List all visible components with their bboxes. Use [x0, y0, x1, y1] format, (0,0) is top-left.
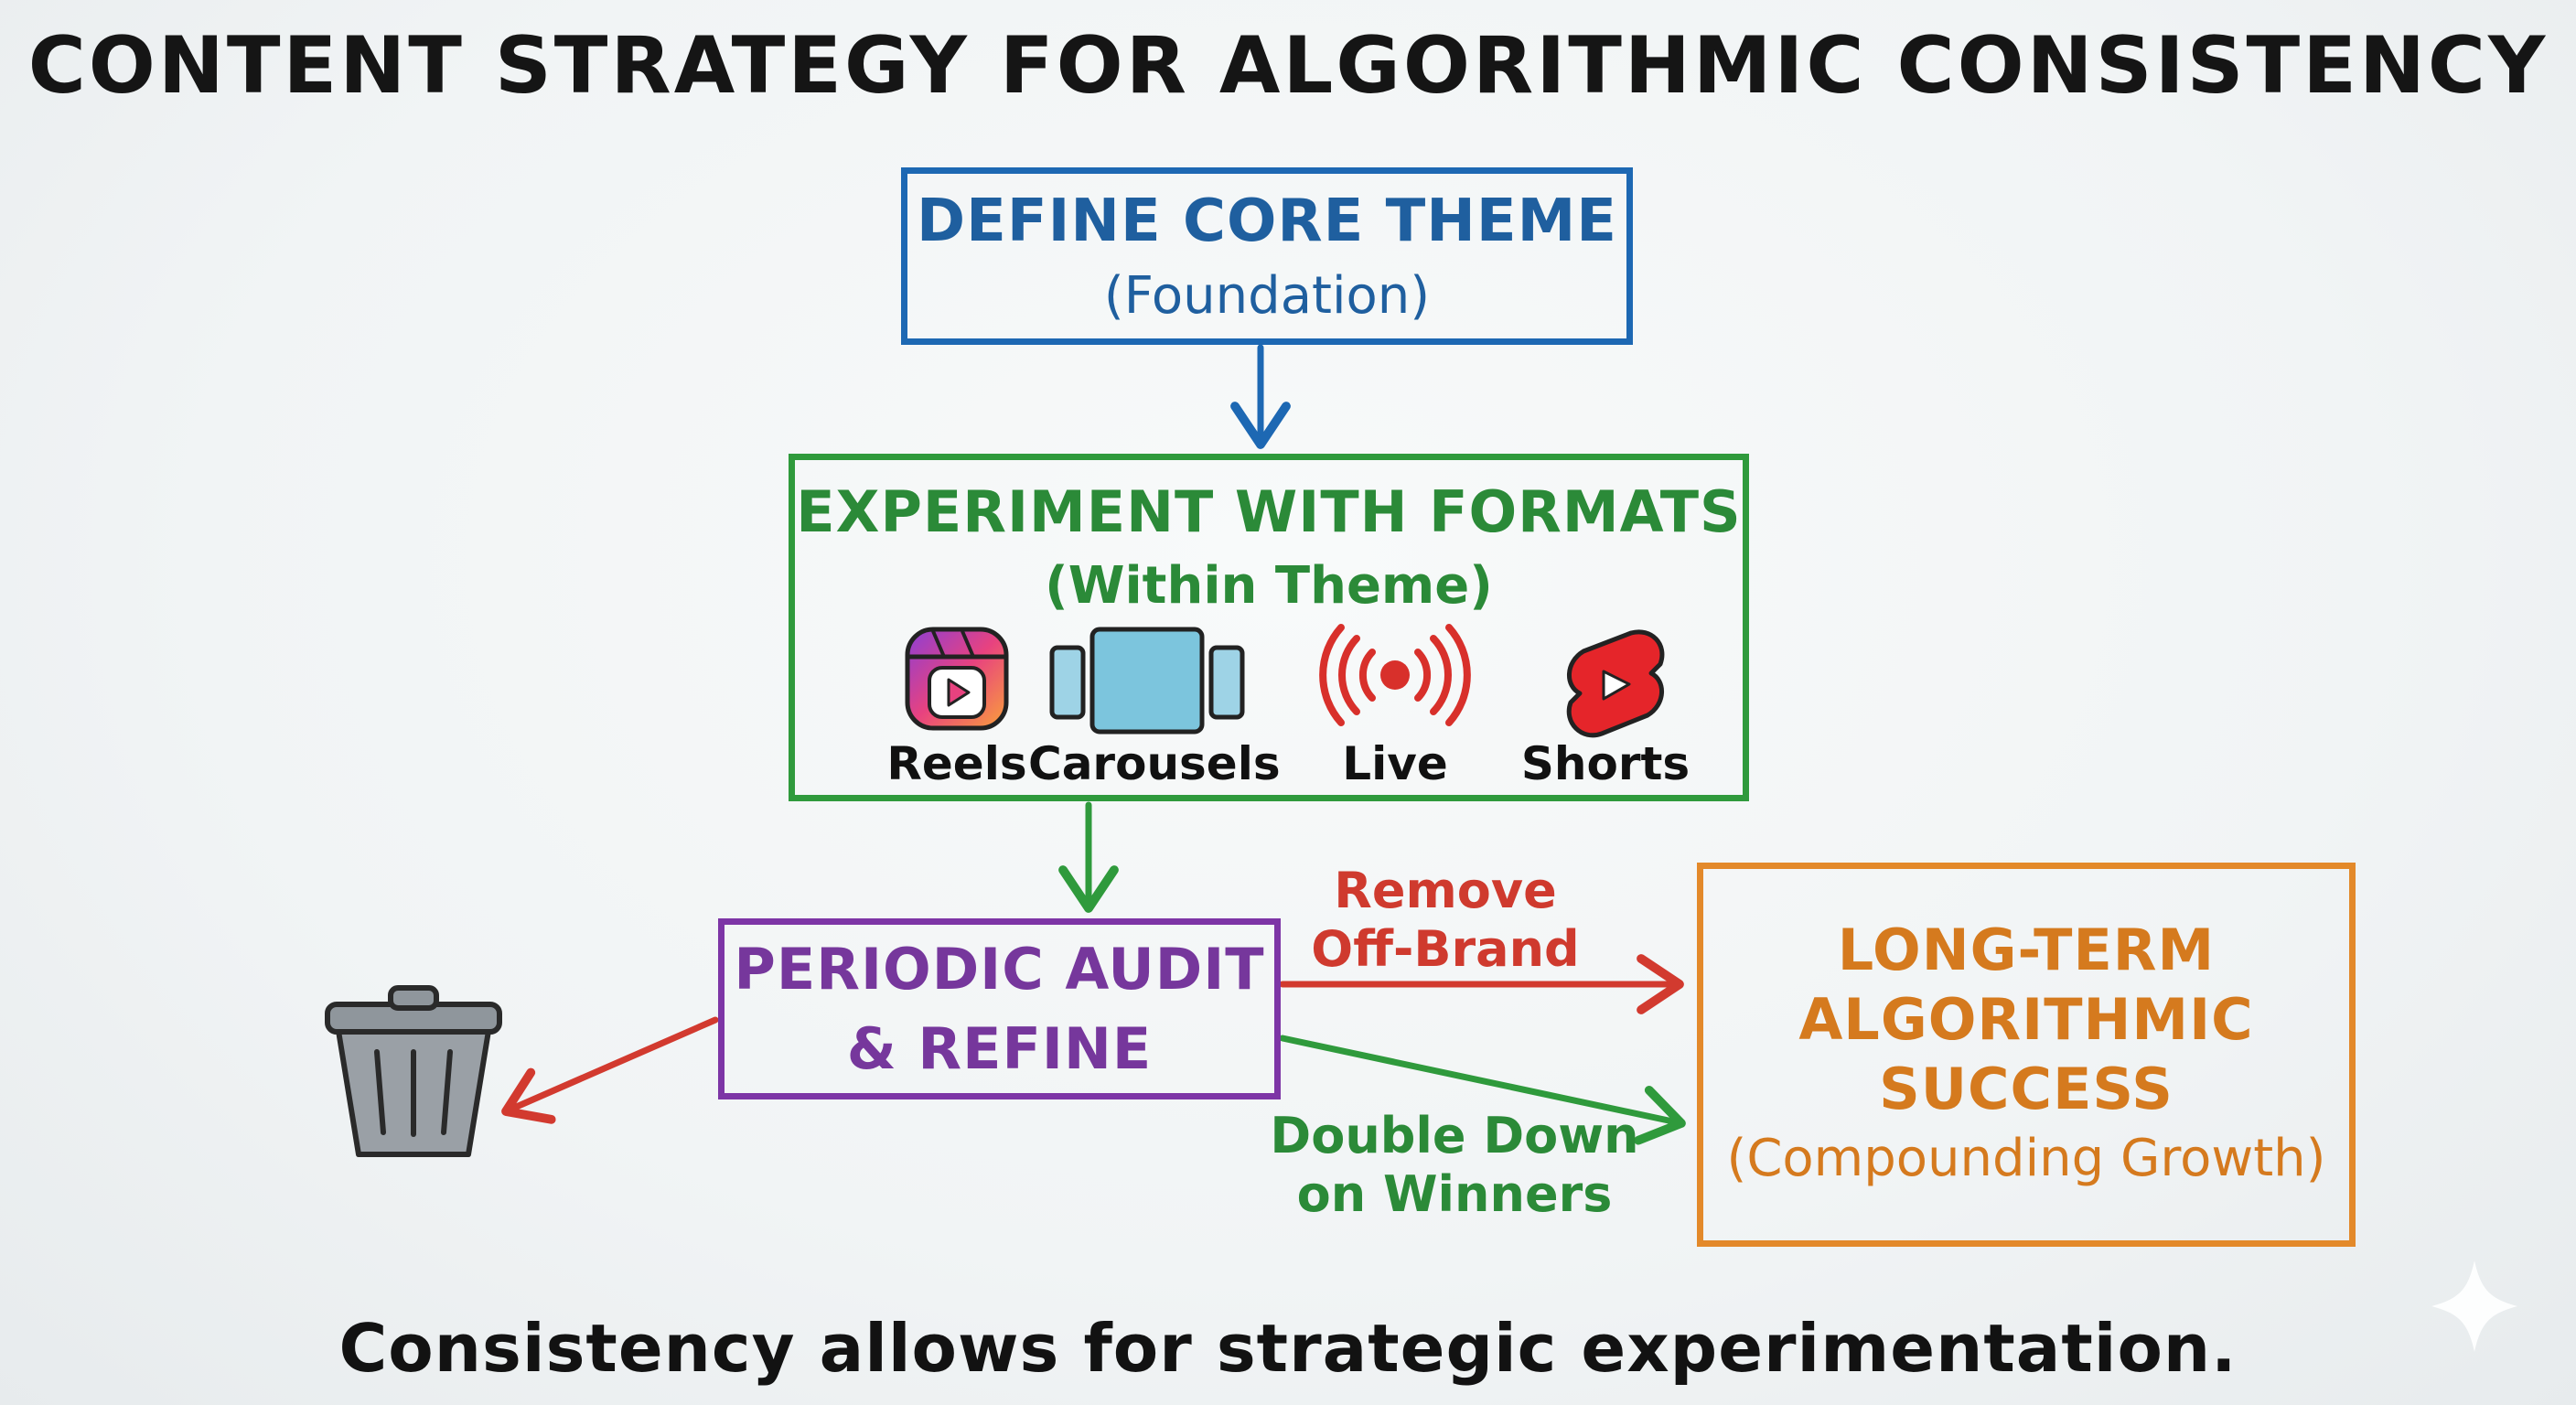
- success-subtitle: (Compounding Growth): [1726, 1129, 2326, 1188]
- experiment-formats-box: EXPERIMENT WITH FORMATS (Within Theme): [789, 454, 1749, 801]
- remove-label-line1: Remove: [1334, 862, 1557, 919]
- caption: Consistency allows for strategic experim…: [338, 1310, 2238, 1387]
- double-label-line1: Double Down: [1270, 1107, 1639, 1164]
- format-item-carousels: Carousels: [1028, 620, 1281, 790]
- format-label: Carousels: [1028, 737, 1281, 790]
- define-subtitle: (Foundation): [1103, 265, 1431, 326]
- sparkle-icon: [2431, 1260, 2517, 1352]
- define-core-theme-box: DEFINE CORE THEME (Foundation): [901, 167, 1633, 345]
- remove-off-brand-label: Remove Off-Brand: [1258, 862, 1633, 979]
- carousel-icon: [1049, 627, 1245, 735]
- success-title-line1: LONG-TERM: [1837, 917, 2216, 983]
- double-down-label: Double Down on Winners: [1258, 1107, 1651, 1224]
- arrow-to-trash: [501, 1016, 719, 1124]
- success-title-line2: ALGORITHMIC: [1798, 986, 2254, 1053]
- page-title: CONTENT STRATEGY FOR ALGORITHMIC CONSIST…: [27, 20, 2549, 112]
- format-label: Shorts: [1520, 737, 1690, 790]
- live-broadcast-icon: [1319, 624, 1471, 726]
- format-label: Live: [1342, 737, 1448, 790]
- experiment-title: EXPERIMENT WITH FORMATS: [796, 478, 1742, 545]
- success-title-line3: SUCCESS: [1879, 1056, 2174, 1122]
- format-item-live: Live: [1276, 620, 1514, 790]
- format-label: Reels: [886, 737, 1027, 790]
- reels-icon: [905, 627, 1009, 731]
- format-item-reels: Reels: [838, 620, 1076, 790]
- long-term-success-box: LONG-TERM ALGORITHMIC SUCCESS (Compoundi…: [1697, 863, 2356, 1247]
- shorts-icon: [1566, 629, 1665, 738]
- remove-label-line2: Off-Brand: [1311, 920, 1580, 978]
- audit-title-line2: & REFINE: [846, 1015, 1153, 1082]
- arrow-double-down: [1279, 1035, 1686, 1145]
- double-label-line2: on Winners: [1296, 1165, 1613, 1223]
- periodic-audit-box: PERIODIC AUDIT & REFINE: [718, 918, 1281, 1099]
- define-title: DEFINE CORE THEME: [917, 187, 1617, 255]
- experiment-subtitle: (Within Theme): [1045, 556, 1493, 616]
- format-list: Reels Carousels Live: [795, 620, 1743, 790]
- format-item-shorts: Shorts: [1487, 620, 1724, 790]
- trash-can-icon: [325, 985, 502, 1157]
- audit-title-line1: PERIODIC AUDIT: [734, 936, 1265, 1003]
